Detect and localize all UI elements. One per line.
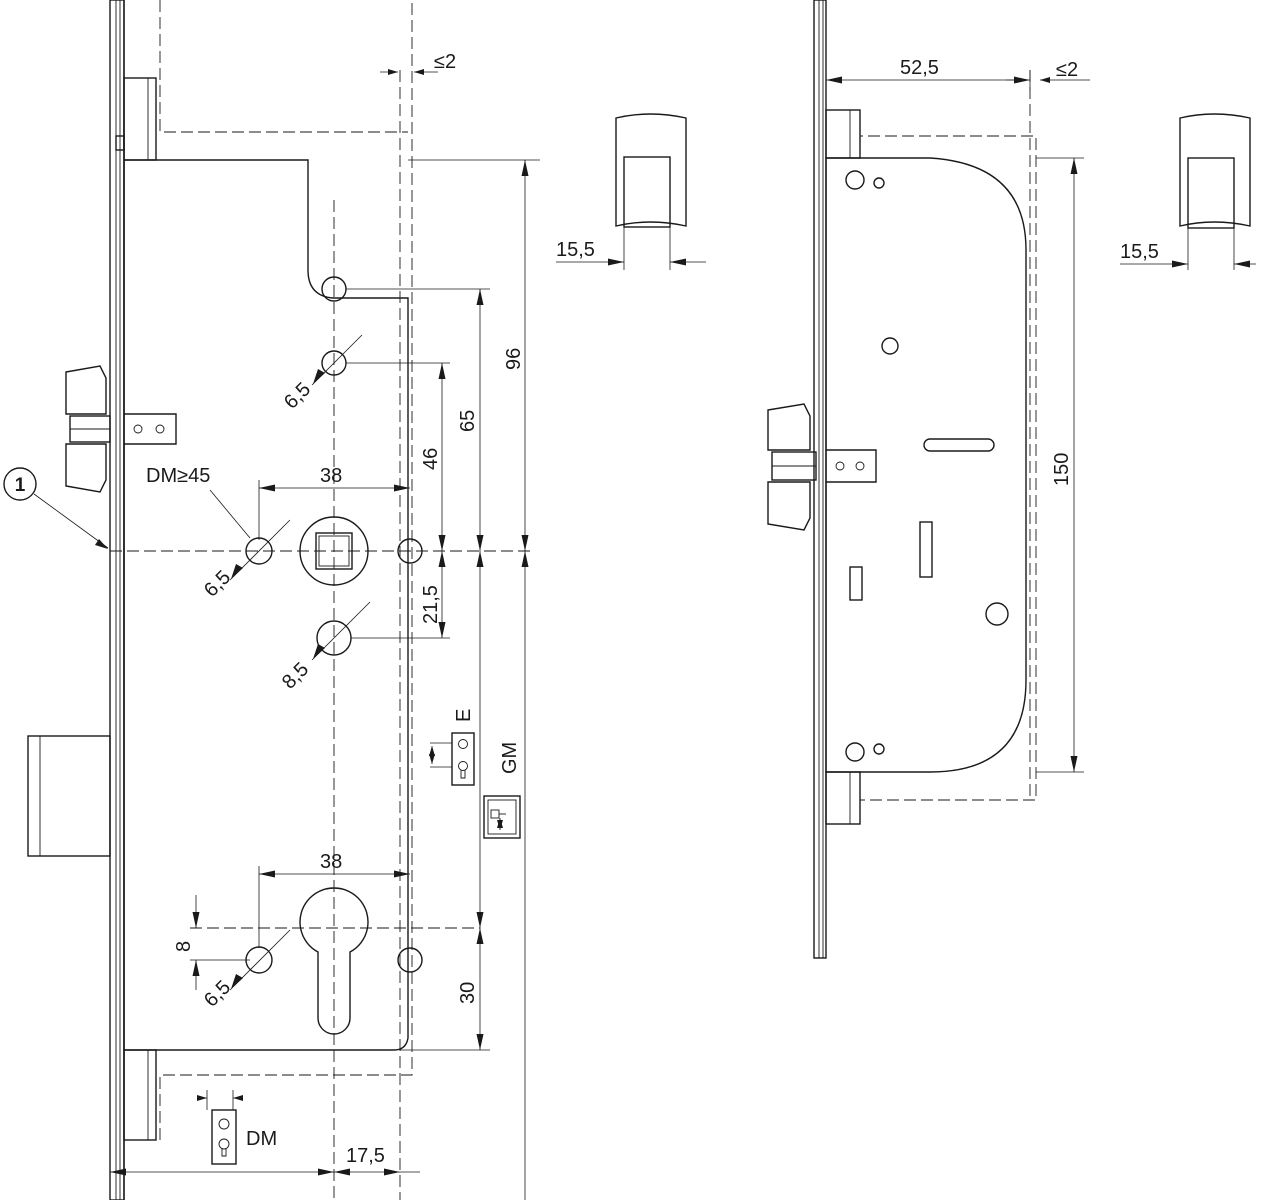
label-e: E bbox=[453, 709, 475, 722]
dim-8-5: 8,5 bbox=[278, 658, 313, 693]
left-lock-case bbox=[123, 159, 409, 1051]
right-latch bbox=[767, 403, 877, 531]
right-view: 52,5 ≤2 150 15,5 bbox=[767, 0, 1256, 959]
right-hole-large bbox=[985, 602, 1009, 626]
dim-46: 46 bbox=[420, 448, 442, 470]
right-dimensions: 52,5 ≤2 150 bbox=[826, 57, 1090, 773]
right-dashed-outline bbox=[859, 110, 1037, 824]
dim-6-5-left: 6,5 bbox=[200, 566, 235, 601]
label-gm: GM bbox=[499, 742, 521, 774]
cylinder-cutout bbox=[299, 887, 369, 1035]
spindle-follower bbox=[299, 516, 369, 586]
dim-52-5: 52,5 bbox=[900, 57, 939, 79]
right-strike-detail: 15,5 bbox=[1120, 113, 1256, 270]
left-faceplate bbox=[109, 0, 157, 1200]
callout-1: 1 bbox=[3, 467, 109, 549]
right-rect-slot-b bbox=[849, 566, 863, 601]
right-hole-bot-b bbox=[873, 743, 885, 755]
left-dimensions: ≤2 38 96 65 46 21,5 30 bbox=[110, 51, 540, 1200]
side-hole bbox=[397, 538, 423, 564]
right-lock-case bbox=[825, 157, 1027, 773]
right-slot bbox=[923, 438, 995, 452]
right-hole-bot-a bbox=[845, 742, 865, 762]
dim-6-5-lower: 6,5 bbox=[200, 976, 235, 1011]
dim-21-5: 21,5 bbox=[420, 585, 442, 624]
left-dashed-outline bbox=[159, 0, 413, 1140]
dim-96: 96 bbox=[503, 348, 525, 370]
right-hole-top-b bbox=[873, 177, 885, 189]
dim-30: 30 bbox=[457, 982, 479, 1004]
dim-gap-le2-right: ≤2 bbox=[1056, 59, 1078, 81]
right-rect-slot-a bbox=[919, 521, 933, 578]
dim-backset-bottom: 38 bbox=[320, 851, 342, 873]
dim-strike-15-5-left: 15,5 bbox=[556, 239, 595, 261]
right-hole-top-a bbox=[845, 170, 865, 190]
dim-8: 8 bbox=[173, 941, 195, 952]
callout-number: 1 bbox=[15, 475, 26, 496]
dim-65: 65 bbox=[457, 410, 479, 432]
left-view: ≤2 38 96 65 46 21,5 30 bbox=[3, 0, 706, 1200]
symbol-dm: DM bbox=[197, 1090, 277, 1165]
dim-gap-le2: ≤2 bbox=[434, 51, 456, 73]
left-strike-detail: 15,5 bbox=[556, 113, 706, 270]
bottom-side-hole bbox=[397, 947, 423, 973]
label-dm-min: DM≥45 bbox=[146, 465, 210, 487]
label-dm: DM bbox=[246, 1128, 277, 1150]
latch-bolt bbox=[65, 365, 177, 493]
right-faceplate bbox=[813, 0, 861, 959]
symbol-gm: GM bbox=[483, 742, 521, 839]
dead-bolt bbox=[27, 735, 111, 857]
right-hole-mid bbox=[881, 337, 899, 355]
dim-6-5-upper: 6,5 bbox=[280, 378, 315, 413]
symbol-e: E bbox=[429, 709, 475, 786]
dim-150: 150 bbox=[1051, 453, 1073, 486]
dim-17-5: 17,5 bbox=[346, 1145, 385, 1167]
dim-strike-15-5-right: 15,5 bbox=[1120, 241, 1159, 263]
dim-backset-top: 38 bbox=[320, 465, 342, 487]
